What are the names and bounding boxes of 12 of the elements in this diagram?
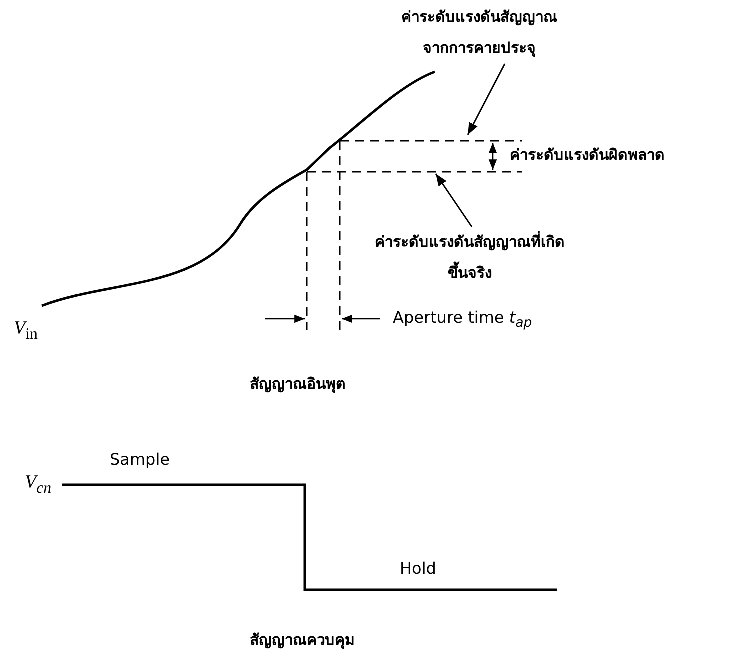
dimension-label: Aperture time t$_{ap}$ [393, 308, 532, 332]
leader-line [435, 174, 473, 228]
caption: สัญญาณอินพุต [250, 375, 346, 393]
axis-label: V$_{in}$ [14, 318, 38, 345]
annotation-text: ค่าระดับแรงดันสัญญาณจากการคายประจุ [392, 2, 567, 64]
annotation-text: ค่าระดับแรงดันสัญญาณที่เกิดขึ้นจริง [370, 227, 570, 289]
caption: สัญญาณควบคุม [250, 631, 355, 649]
state-label: Hold [400, 559, 436, 578]
annotation-text: ค่าระดับแรงดันผิดพลาด [510, 146, 665, 164]
leader-line [467, 64, 506, 136]
state-label: Sample [110, 450, 170, 470]
axis-label: V$_{cn}$ [25, 472, 52, 499]
